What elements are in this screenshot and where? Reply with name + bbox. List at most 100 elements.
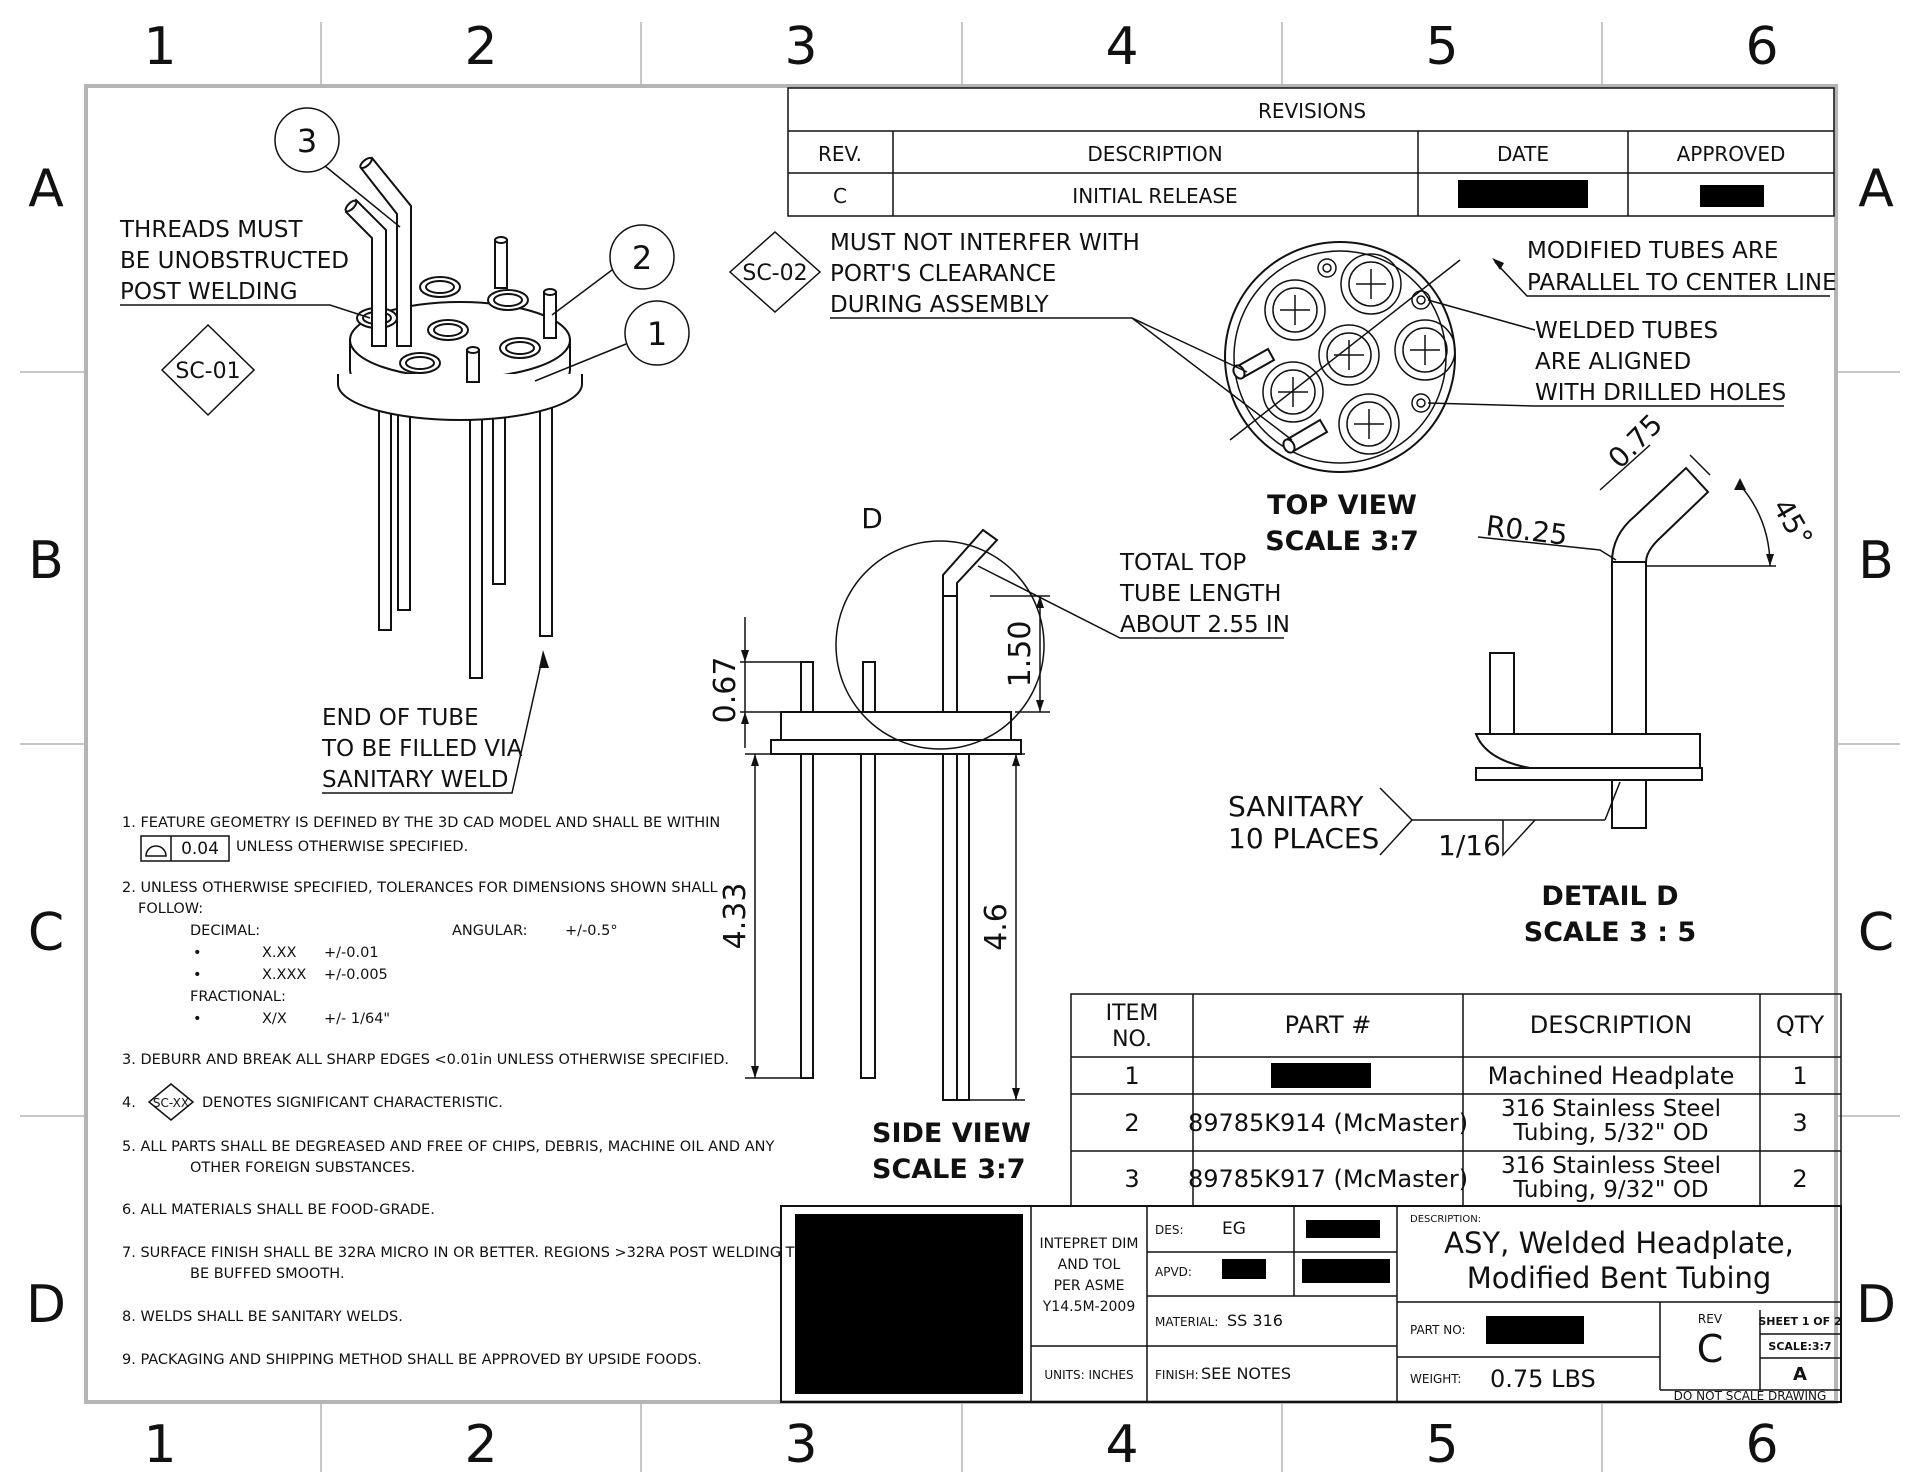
aligned-line-2: ARE ALIGNED <box>1535 349 1691 375</box>
note-7b: BE BUFFED SMOOTH. <box>190 1266 345 1282</box>
description-header: DESCRIPTION <box>1087 142 1222 166</box>
des-value: EG <box>1222 1219 1246 1239</box>
zone-row-d: D <box>26 1275 66 1335</box>
xx-label: X.XX <box>262 945 296 961</box>
detail-d-view: 0.75 R0.25 45° SANITARY 10 PLACES 1/16 D… <box>1228 408 1819 948</box>
parallel-line-1: MODIFIED TUBES ARE <box>1527 238 1778 264</box>
finish-label: FINISH: <box>1155 1368 1199 1382</box>
description-label: DESCRIPTION: <box>1410 1214 1481 1225</box>
iso-bent-tubes <box>344 156 412 347</box>
des-label: DES: <box>1155 1223 1183 1237</box>
dim-45-deg: 45° <box>1766 493 1819 552</box>
rev-label: REV <box>1698 1312 1723 1326</box>
dim-4-33: 4.33 <box>718 883 753 950</box>
zone-col-1: 1 <box>143 17 176 77</box>
side-view-title: SIDE VIEW <box>872 1118 1031 1149</box>
interfere-line-2: PORT'S CLEARANCE <box>830 261 1056 287</box>
interfere-line-3: DURING ASSEMBLY <box>830 292 1049 318</box>
finish-value: SEE NOTES <box>1201 1364 1291 1383</box>
bom-row-2-desc-1: 316 Stainless Steel <box>1501 1096 1721 1122</box>
bom-row-3-item: 3 <box>1124 1165 1139 1193</box>
threads-callout: THREADS MUST BE UNOBSTRUCTED POST WELDIN… <box>119 217 371 319</box>
note-1-tolerance: 0.04 <box>181 839 219 859</box>
end-tube-line-1: END OF TUBE <box>322 705 479 731</box>
top-view-holes <box>1262 253 1456 455</box>
side-flange <box>770 739 1022 755</box>
bom-row-3-desc-2: Tubing, 9/32" OD <box>1512 1177 1708 1203</box>
detail-d-letter: D <box>861 502 883 535</box>
revisions-table: REVISIONS REV. DESCRIPTION DATE APPROVED… <box>787 87 1835 217</box>
bullet-xx: • <box>193 945 202 961</box>
iso-threaded-holes <box>356 276 541 374</box>
detail-plate <box>1474 733 1701 769</box>
bom-qty-header: QTY <box>1776 1011 1825 1039</box>
bill-of-materials: ITEM NO. PART # DESCRIPTION QTY 1 Machin… <box>1070 993 1842 1207</box>
sheet-label: SHEET 1 OF 2 <box>1758 1315 1841 1328</box>
part-no-label: PART NO: <box>1410 1323 1466 1337</box>
units-label: UNITS: INCHES <box>1044 1368 1133 1382</box>
isometric-view: 3 2 1 THREADS MUST BE UNOBSTRUCTED POST … <box>119 107 690 794</box>
redacted-approver <box>1700 185 1764 207</box>
dim-0-75: 0.75 <box>1602 408 1669 475</box>
note-1b: UNLESS OTHERWISE SPECIFIED. <box>236 839 468 855</box>
interpret-line-1: INTEPRET DIM <box>1039 1236 1138 1252</box>
detail-d-title: DETAIL D <box>1541 881 1678 912</box>
rev-header: REV. <box>818 142 862 166</box>
bom-row-3-part: 89785K917 (McMaster) <box>1188 1165 1468 1193</box>
iso-plate-flange <box>337 374 583 421</box>
redacted-apvd-date <box>1302 1259 1390 1283</box>
threads-line-2: BE UNOBSTRUCTED <box>120 248 349 274</box>
bom-description-header: DESCRIPTION <box>1530 1011 1692 1039</box>
dim-1-50: 1.50 <box>1003 621 1038 688</box>
note-2a: 2. UNLESS OTHERWISE SPECIFIED, TOLERANCE… <box>122 880 718 896</box>
note-9: 9. PACKAGING AND SHIPPING METHOD SHALL B… <box>122 1352 702 1368</box>
bom-row-2-part: 89785K914 (McMaster) <box>1188 1109 1468 1137</box>
end-tube-line-3: SANITARY WELD <box>322 767 508 793</box>
title-block: INTEPRET DIM AND TOL PER ASME Y14.5M-200… <box>780 1205 1842 1403</box>
description-line-2: Modified Bent Tubing <box>1467 1261 1772 1295</box>
top-view-plate <box>1224 241 1456 473</box>
total-top-line-1: TOTAL TOP <box>1119 550 1246 576</box>
interpret-line-4: Y14.5M-2009 <box>1042 1299 1135 1315</box>
redacted-des-date <box>1306 1220 1380 1238</box>
note-1a: 1. FEATURE GEOMETRY IS DEFINED BY THE 3D… <box>122 815 720 831</box>
balloon-3: 3 <box>297 122 317 160</box>
zone-row-b: B <box>28 531 64 591</box>
side-view: D 0.67 1.50 4.33 4.6 TOTAL TOP TUBE LENG… <box>708 502 1290 1185</box>
note-8: 8. WELDS SHALL BE SANITARY WELDS. <box>122 1309 403 1325</box>
top-view-callouts: SC-02 MUST NOT INTERFER WITH PORT'S CLEA… <box>728 230 1837 441</box>
zone-row-d-right: D <box>1856 1275 1896 1335</box>
rev-value: C <box>833 184 847 208</box>
redacted-logo <box>795 1214 1023 1394</box>
weld-size: 1/16 <box>1438 829 1501 862</box>
aligned-line-3: WITH DRILLED HOLES <box>1535 380 1786 406</box>
top-view-title: TOP VIEW <box>1267 490 1417 521</box>
zone-col-3-bottom: 3 <box>784 1415 817 1475</box>
bom-part-header: PART # <box>1285 1011 1372 1039</box>
top-view-small-holes <box>1317 258 1431 413</box>
material-value: SS 316 <box>1227 1311 1283 1330</box>
note-5a: 5. ALL PARTS SHALL BE DEGREASED AND FREE… <box>122 1139 774 1155</box>
iso-short-posts <box>466 236 557 383</box>
zone-col-4-bottom: 4 <box>1105 1415 1138 1475</box>
sanitary-line-1: SANITARY <box>1228 790 1364 823</box>
note-2b: FOLLOW: <box>138 901 203 917</box>
decimal-label: DECIMAL: <box>190 923 260 939</box>
apvd-label: APVD: <box>1155 1265 1192 1279</box>
frac-tolerance: +/- 1/64" <box>324 1011 390 1027</box>
bom-row-2-item: 2 <box>1124 1109 1139 1137</box>
bom-row-3-qty: 2 <box>1792 1165 1807 1193</box>
weight-label: WEIGHT: <box>1410 1372 1461 1386</box>
sc-xx-label: SC-XX <box>153 1096 189 1110</box>
zone-col-5: 5 <box>1425 17 1458 77</box>
zone-row-c: C <box>28 903 64 963</box>
note-3: 3. DEBURR AND BREAK ALL SHARP EDGES <0.0… <box>122 1052 729 1068</box>
date-header: DATE <box>1497 142 1549 166</box>
zone-col-3: 3 <box>784 17 817 77</box>
iso-balloons: 3 2 1 <box>274 107 690 382</box>
sc-xx-symbol <box>147 1083 195 1121</box>
bom-row-1-item: 1 <box>1124 1062 1139 1090</box>
bom-item-header-2: NO. <box>1112 1027 1152 1052</box>
approved-header: APPROVED <box>1677 142 1786 166</box>
